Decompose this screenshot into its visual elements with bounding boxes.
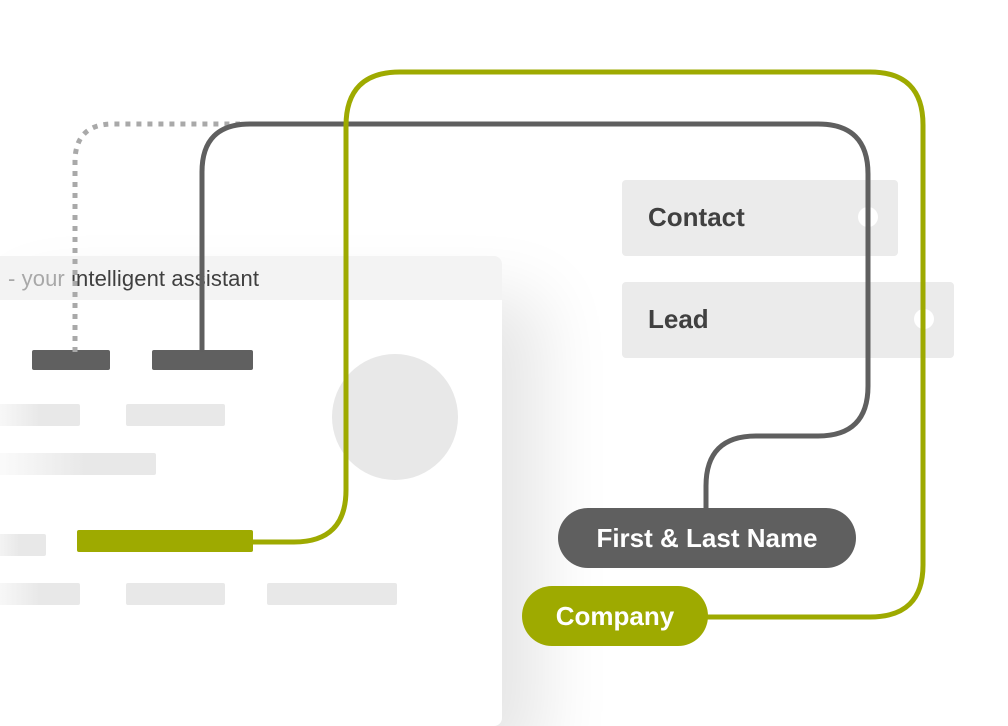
- connection-port-icon: [858, 207, 878, 227]
- entity-card-lead[interactable]: Lead: [622, 282, 954, 358]
- field-pill-first-last-name[interactable]: First & Last Name: [558, 508, 856, 568]
- entity-card-label: Lead: [648, 304, 709, 334]
- entity-card-contact[interactable]: Contact: [622, 180, 898, 256]
- text-line-placeholder: [0, 453, 156, 475]
- avatar-placeholder: [332, 354, 458, 480]
- entity-card-label: Contact: [648, 202, 745, 232]
- text-line-placeholder: [0, 534, 46, 556]
- document-title-main: intelligent assistant: [71, 266, 260, 291]
- text-line-placeholder: [126, 404, 225, 426]
- text-line-placeholder: [0, 404, 80, 426]
- highlighted-text-block-1[interactable]: [32, 350, 110, 370]
- document-title: - your intelligent assistant: [8, 266, 259, 292]
- text-line-placeholder: [126, 583, 225, 605]
- document-header: - your intelligent assistant: [0, 256, 502, 300]
- email-document-panel: - your intelligent assistant: [0, 256, 502, 726]
- text-line-placeholder: [267, 583, 397, 605]
- highlighted-text-block-2[interactable]: [152, 350, 253, 370]
- highlighted-company-text[interactable]: [77, 530, 253, 552]
- connection-port-icon: [914, 309, 934, 329]
- field-pill-company[interactable]: Company: [522, 586, 708, 646]
- text-line-placeholder: [0, 583, 80, 605]
- document-title-prefix: - your: [8, 266, 72, 291]
